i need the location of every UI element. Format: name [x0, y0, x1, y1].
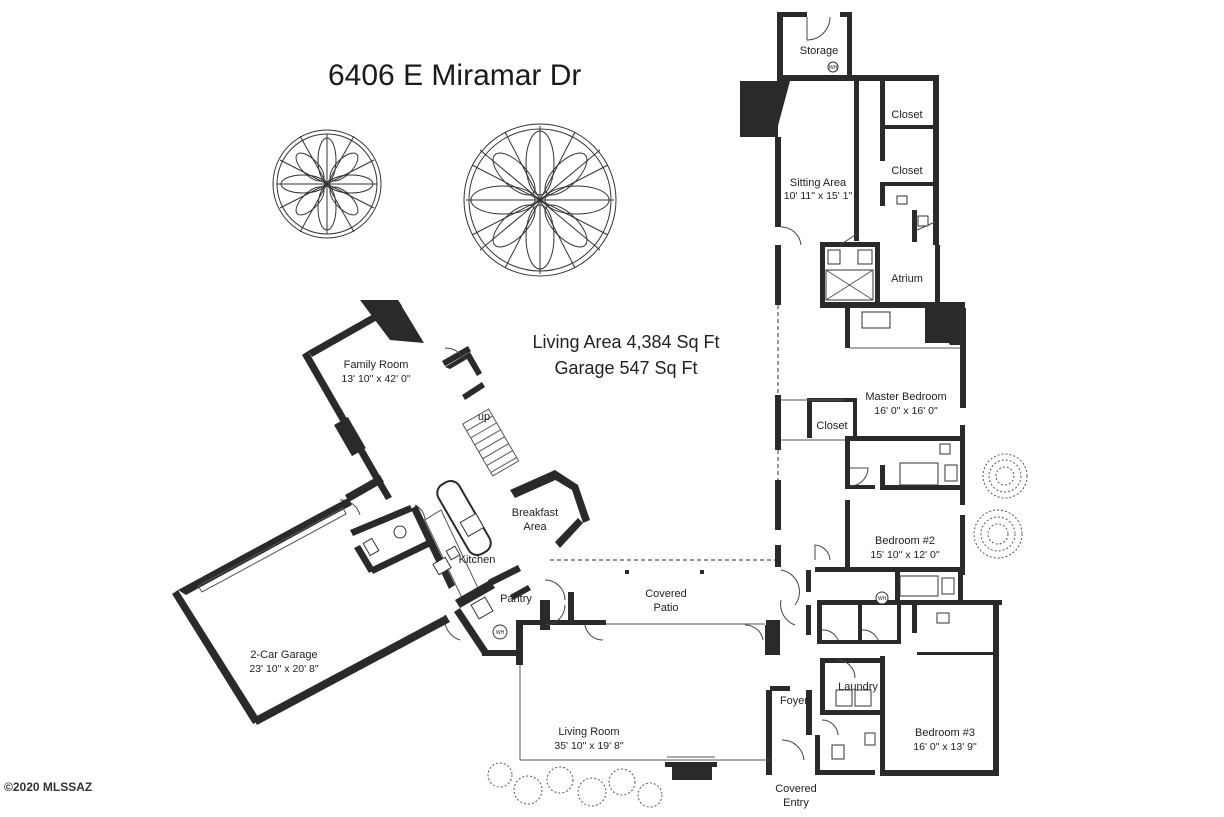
- family-kitchen-walls: WH: [302, 300, 590, 656]
- patio-living-walls: [516, 559, 777, 780]
- room-foyer: Foyer: [780, 695, 808, 707]
- room-family-room-dims: 13' 10" x 42' 0": [341, 373, 411, 385]
- water-heater-label: WH: [496, 630, 505, 636]
- room-closet-master: Closet: [816, 420, 847, 432]
- room-breakfast-area-line1: Breakfast: [512, 507, 558, 519]
- room-atrium: Atrium: [891, 273, 923, 285]
- room-bedroom-3-dims: 16' 0" x 13' 9": [913, 741, 977, 753]
- room-covered-patio-line2: Patio: [653, 602, 678, 614]
- living-area-sqft: Living Area 4,384 Sq Ft: [532, 332, 719, 352]
- bath-fixtures: WH WH: [825, 61, 958, 760]
- room-garage: 2-Car Garage: [250, 649, 317, 661]
- room-bedroom-2-dims: 15' 10" x 12' 0": [870, 549, 940, 561]
- water-heater-label: WH: [829, 65, 838, 71]
- fireplace-icon: [925, 303, 965, 345]
- copyright-watermark: ©2020 MLSSAZ: [4, 780, 92, 794]
- water-heater-label: WH: [878, 596, 887, 602]
- room-closet-upper: Closet: [891, 109, 922, 121]
- room-sitting-area: Sitting Area: [790, 177, 847, 189]
- room-living-room: Living Room: [558, 726, 619, 738]
- room-master-bedroom: Master Bedroom: [865, 391, 946, 403]
- room-covered-patio-line1: Covered: [645, 588, 687, 600]
- room-bedroom-2: Bedroom #2: [875, 535, 935, 547]
- room-covered-entry-line2: Entry: [783, 797, 809, 809]
- room-sitting-area-dims: 10' 11" x 15' 1": [784, 190, 853, 202]
- room-garage-dims: 23' 10" x 20' 8": [249, 663, 319, 675]
- room-family-room: Family Room: [344, 359, 409, 371]
- door-swing-icon: [544, 579, 764, 641]
- room-covered-entry-line1: Covered: [775, 783, 817, 795]
- shrub-icon: [487, 453, 1028, 808]
- room-breakfast-area-line2: Area: [523, 521, 547, 533]
- room-pantry: Pantry: [500, 593, 532, 605]
- room-bedroom-3: Bedroom #3: [915, 727, 975, 739]
- garage-area-sqft: Garage 547 Sq Ft: [554, 358, 697, 378]
- fireplace-icon: [740, 81, 790, 137]
- property-address: 6406 E Miramar Dr: [328, 59, 581, 92]
- garage-walls: [172, 498, 450, 725]
- room-living-room-dims: 35' 10" x 19' 8": [554, 740, 624, 752]
- room-master-bedroom-dims: 16' 0" x 16' 0": [874, 405, 938, 417]
- small-tree-icon: [272, 129, 382, 239]
- large-tree-icon: [463, 123, 617, 277]
- room-storage: Storage: [800, 45, 839, 57]
- room-kitchen: Kitchen: [459, 554, 496, 566]
- room-closet-middle: Closet: [891, 165, 922, 177]
- room-labels: Storage Closet Closet Sitting Area 10' 1…: [249, 45, 977, 809]
- stair-up-label: up: [478, 411, 490, 423]
- door-swing-icon: [780, 16, 936, 761]
- room-laundry: Laundry: [838, 681, 878, 693]
